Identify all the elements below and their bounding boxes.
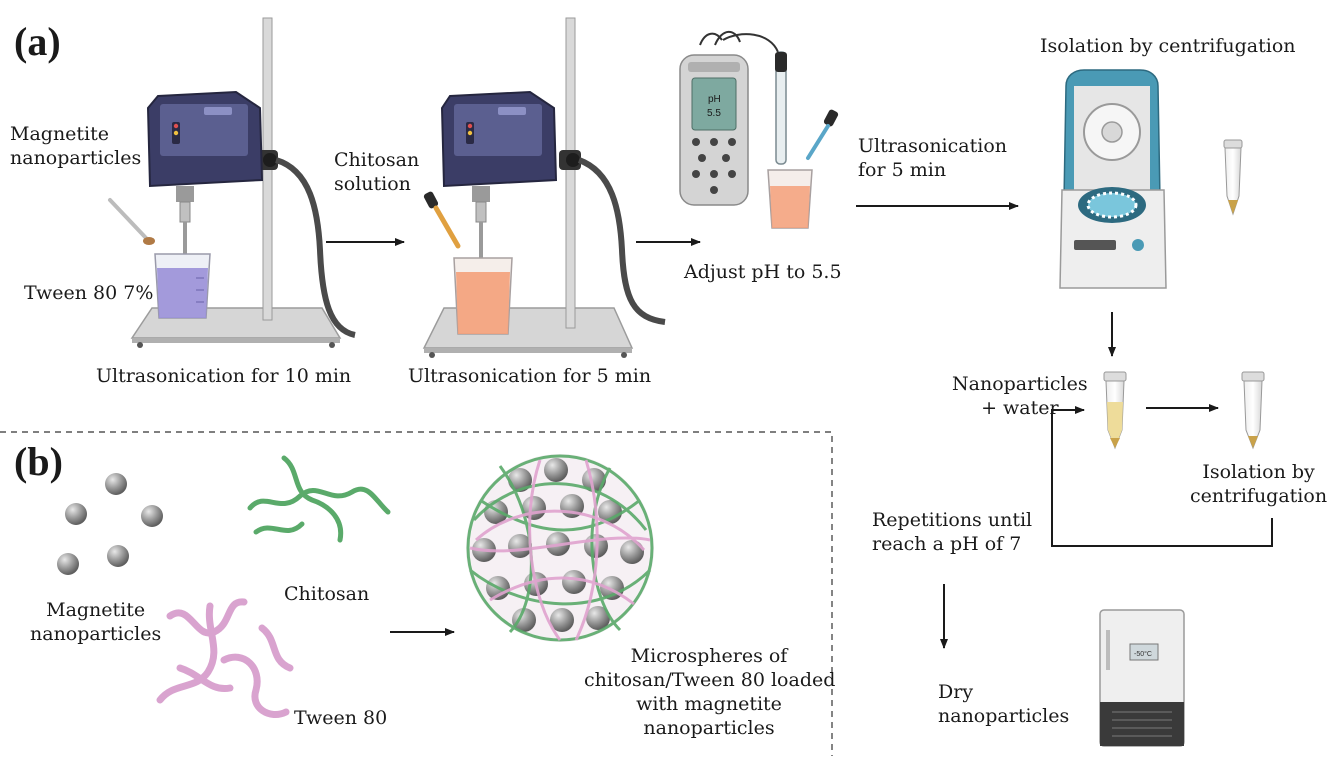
dry-nanoparticles-label: Dry nanoparticles [938,681,1070,727]
repetitions-label: Repetitions until reach a pH of 7 [872,509,1033,555]
centrifuge-icon [1059,69,1167,289]
panel-label-a: (a) [14,19,61,64]
ultrasonication-label: Ultrasonication for 5 min [858,135,1007,181]
panel-label-b: (b) [14,439,63,484]
tube-2-icon [1103,371,1127,450]
arrow-repetition-loop [1051,406,1273,547]
ph-probe-icon [722,33,787,165]
ph-meter-icon [679,30,749,206]
beaker-ph-icon [767,169,813,229]
chitosan-strands-icon [247,455,391,543]
freezer-display: -50°C [1134,650,1152,658]
dropper-icon [423,191,461,249]
magnetite-spheres-icon [57,473,163,575]
ph-screen-value: 5.5 [707,108,721,119]
magnetite-label-a: Magnetite nanoparticles [10,123,142,169]
ph-screen-label: pH [708,94,721,105]
tween-label-a: Tween 80 7% [24,282,154,304]
microsphere-icon [466,454,654,642]
freezer-icon [1099,609,1185,747]
step2-caption: Ultrasonication for 5 min [408,365,652,387]
chitosan-label-b: Chitosan [284,583,370,605]
microspheres-label: Microspheres of chitosan/Tween 80 loaded… [584,645,836,739]
magnetite-label-b: Magnetite nanoparticles [30,599,162,645]
step1-caption: Ultrasonication for 10 min [96,365,352,387]
spatula-icon [108,198,155,245]
blue-dropper-icon [806,109,839,160]
tube-1-icon [1223,139,1243,216]
adjust-ph-caption: Adjust pH to 5.5 [684,261,842,283]
tube-3-icon [1241,371,1265,450]
panel-separator [0,431,833,756]
beaker-orange-icon [453,257,513,335]
isolation-title: Isolation by centrifugation [1040,35,1296,57]
chitosan-solution-label: Chitosan solution [334,149,420,195]
beaker-purple-icon [154,253,211,319]
isolation-centrifugation-label: Isolation by centrifugation [1190,461,1328,507]
nanoparticles-water-label: Nanoparticles + water [952,373,1088,419]
homogenizer-1-icon [130,17,356,348]
tween-label-b: Tween 80 [294,707,388,729]
tween-strands-icon [156,598,294,718]
